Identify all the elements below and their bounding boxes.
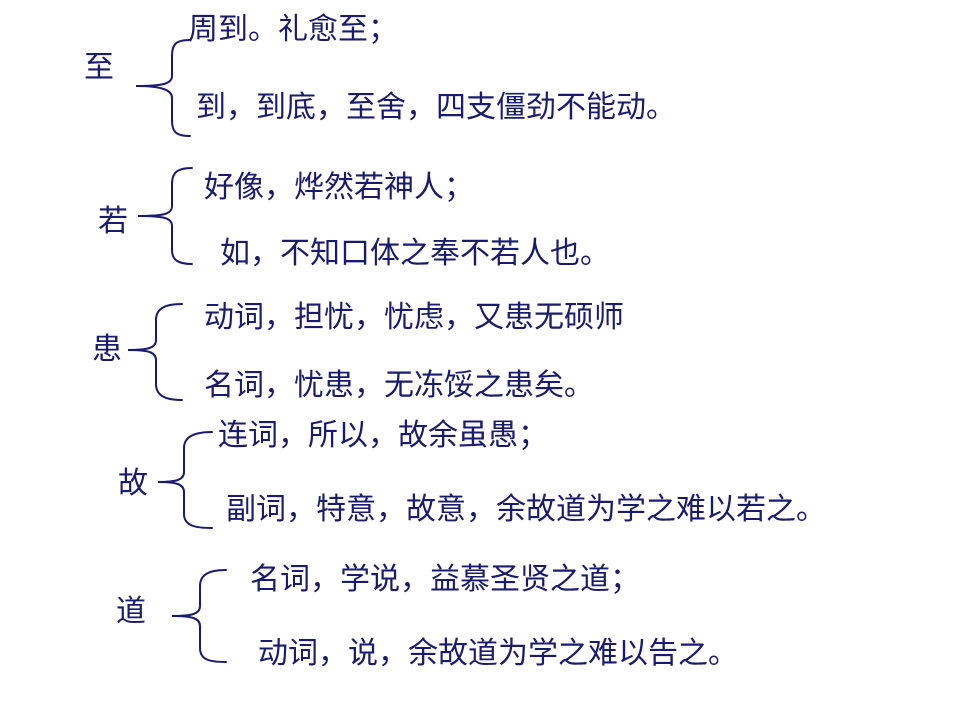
definition-line: 副词，特意，故意，余故道为学之难以若之。 — [226, 492, 826, 527]
definition-line: 到，到底，至舍，四支僵劲不能动。 — [196, 90, 676, 125]
brace-icon — [157, 431, 213, 529]
definition-line: 好像，烨然若神人； — [204, 170, 474, 205]
definition-line: 名词，忧患，无冻馁之患矣。 — [204, 368, 594, 403]
brace-icon — [127, 303, 183, 401]
brace-icon — [135, 39, 191, 137]
definition-line: 如，不知口体之奉不若人也。 — [220, 236, 610, 271]
head-character: 故 — [118, 466, 148, 501]
brace-icon — [171, 569, 227, 663]
definition-line: 名词，学说，益慕圣贤之道； — [250, 562, 640, 597]
definition-line: 连词，所以，故余虽愚； — [218, 418, 548, 453]
head-character: 若 — [98, 204, 128, 239]
head-character: 患 — [92, 332, 122, 367]
head-character: 至 — [84, 50, 114, 85]
definition-line: 动词，说，余故道为学之难以告之。 — [258, 636, 738, 671]
definition-line: 动词，担忧，忧虑，又患无硕师 — [204, 300, 624, 335]
definition-line: 周到。礼愈至； — [188, 12, 398, 47]
brace-icon — [137, 167, 193, 265]
head-character: 道 — [116, 594, 146, 629]
